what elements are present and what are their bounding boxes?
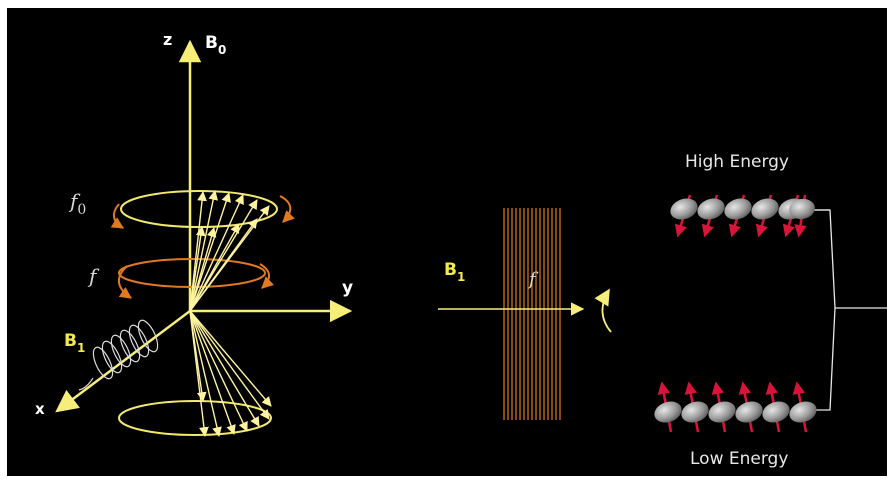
- lower-spin-vectors: [189, 310, 272, 437]
- diagram-canvas: z B0 y x: [7, 8, 887, 476]
- x-axis: [55, 310, 191, 413]
- rf-b1-label: B1: [444, 260, 465, 284]
- low-energy-spins: [654, 381, 817, 433]
- rotation-arrow-middle-left: [118, 265, 132, 299]
- y-axis-label: y: [342, 278, 353, 298]
- rf-wave-lines: [503, 208, 561, 420]
- f0-label: f0: [68, 189, 86, 218]
- lower-precession-orbit: [118, 400, 272, 436]
- energy-level-diagram: High Energy Low Energy: [654, 152, 887, 469]
- nmr-diagram: z B0 y x: [35, 30, 887, 469]
- low-energy-label: Low Energy: [690, 449, 788, 469]
- high-energy-label: High Energy: [685, 152, 789, 172]
- coil-b1-label: B1: [64, 331, 85, 355]
- high-energy-spins: [670, 194, 815, 238]
- upper-spin-vectors: [189, 190, 270, 312]
- rf-coil: [78, 319, 159, 391]
- rf-field-diagram: B1 f: [438, 208, 612, 420]
- b0-label: B0: [205, 33, 226, 57]
- middle-precession-orbit: [118, 258, 266, 288]
- rf-f-label: f: [527, 269, 539, 290]
- rotation-arrow-upper-left: [110, 203, 125, 229]
- rotation-arrow-middle-right: [259, 263, 274, 289]
- precession-diagram: z B0 y x: [35, 30, 353, 437]
- upper-precession-orbit: [120, 190, 278, 228]
- energy-splitting-lines: [812, 209, 887, 411]
- x-axis-label: x: [35, 400, 45, 418]
- rotation-arrow-upper-right: [279, 195, 295, 223]
- f-label: f: [87, 264, 100, 288]
- rf-rotation-arrow: [594, 288, 612, 333]
- z-axis-label: z: [163, 30, 172, 49]
